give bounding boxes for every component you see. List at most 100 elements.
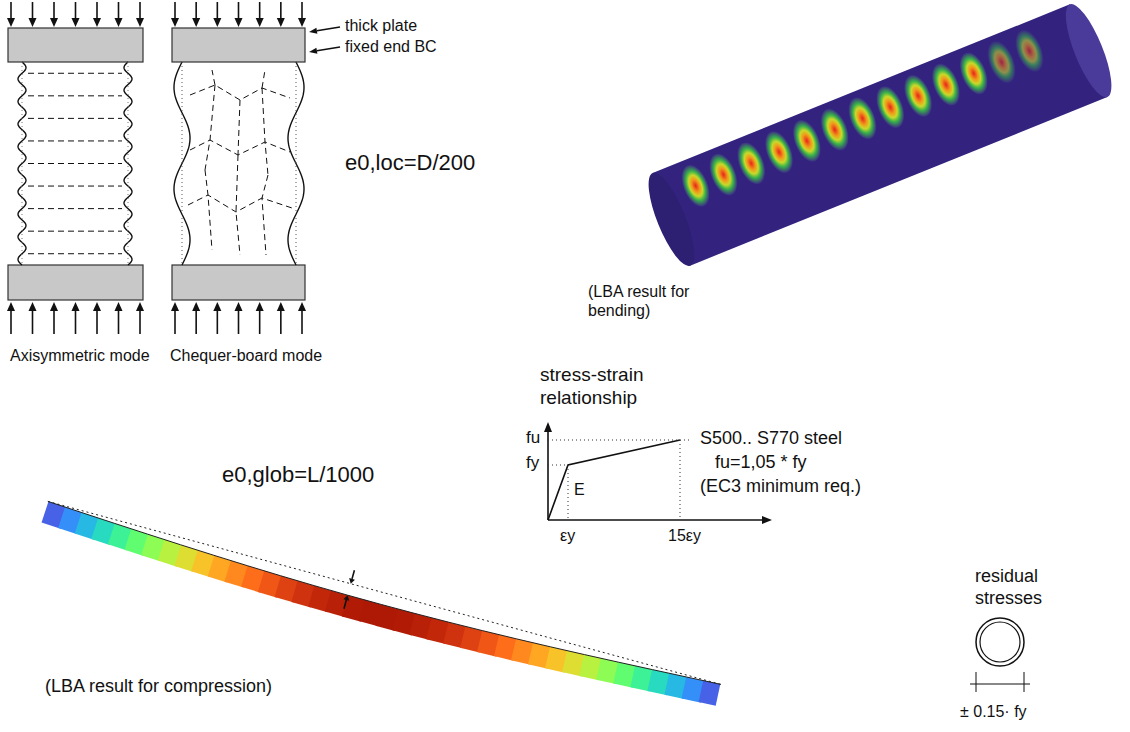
guide-line	[548, 465, 568, 466]
load-arrow	[96, 2, 98, 18]
beam-segment	[161, 550, 180, 556]
guide-line	[680, 440, 681, 520]
buckle-pattern	[236, 155, 240, 255]
beam-segment	[128, 539, 147, 545]
load-arrow-head	[277, 302, 285, 311]
thick-plate	[172, 28, 305, 62]
axis-head	[762, 516, 772, 524]
mode-caption: Chequer-board mode	[170, 346, 322, 365]
load-arrow	[139, 2, 141, 18]
thick-plate	[172, 265, 305, 300]
buckle-bump	[787, 116, 826, 166]
load-arrow	[174, 2, 176, 18]
load-arrow-head	[136, 18, 144, 27]
dimension-line	[1024, 672, 1025, 692]
reference-line	[296, 62, 297, 265]
buckle-pattern	[262, 88, 268, 175]
load-arrow	[75, 311, 77, 334]
beam-segment	[633, 677, 653, 681]
dimension-label: ± 0.15· fy	[960, 702, 1027, 721]
beam-segment	[531, 653, 551, 658]
cylinder-end	[1057, 0, 1120, 102]
load-arrow-head	[29, 302, 37, 311]
load-arrow-head	[93, 302, 101, 311]
leader-arrow	[317, 47, 340, 51]
buckle-bump	[704, 150, 743, 200]
load-arrow-head	[115, 18, 123, 27]
thick-plate	[8, 265, 143, 300]
beam-segment	[684, 688, 704, 692]
buckle-bump	[732, 138, 771, 188]
buckle-line	[28, 95, 122, 96]
axis-label: fy	[526, 453, 539, 473]
load-arrow	[238, 311, 240, 334]
shell-wall-wavy	[288, 62, 304, 265]
lba-compression-beam	[45, 501, 721, 695]
dimension-arrow	[344, 600, 346, 609]
buckle-pattern	[262, 70, 265, 88]
buckle-bump	[871, 82, 910, 132]
beam-segment	[650, 680, 670, 684]
load-arrow	[53, 2, 55, 18]
beam-segment	[95, 528, 114, 534]
beam-segment	[78, 523, 97, 529]
tube-wall	[980, 622, 1020, 662]
beam-segment	[701, 691, 718, 695]
beam-segment	[145, 545, 164, 551]
load-arrow	[195, 2, 197, 18]
buckle-pattern	[238, 100, 240, 155]
load-arrow-head	[235, 18, 243, 27]
tube-section	[970, 618, 1030, 692]
beam-segment	[378, 615, 397, 620]
buckle-pattern	[190, 85, 290, 100]
load-arrow	[174, 311, 176, 334]
dimension-arrow-head	[343, 595, 349, 601]
load-arrow-head	[235, 302, 243, 311]
material-note: fu=1,05 * fy	[715, 452, 807, 474]
load-arrow-head	[213, 18, 221, 27]
beam-segment	[667, 684, 687, 688]
buckle-line	[28, 140, 122, 141]
beam-segment	[480, 641, 499, 646]
buckle-bump	[815, 105, 854, 155]
buckle-bump	[899, 71, 938, 121]
beam-segment	[514, 649, 534, 654]
load-arrow-head	[50, 18, 58, 27]
load-arrow	[301, 2, 303, 18]
load-arrow-head	[171, 302, 179, 311]
thick-plate	[8, 28, 143, 62]
buckle-pattern	[190, 140, 290, 155]
load-arrow	[217, 2, 219, 18]
load-arrow	[280, 2, 282, 18]
chord-line	[48, 501, 721, 684]
load-arrow	[32, 2, 34, 18]
beam-segment	[429, 628, 448, 633]
load-arrow-head	[72, 302, 80, 311]
dimension-arrow-head	[349, 578, 355, 584]
load-arrow-head	[277, 18, 285, 27]
beam-segment	[211, 566, 230, 572]
buckle-bump	[954, 49, 993, 99]
beam-segment	[616, 673, 636, 677]
axis-label: 15εy	[668, 526, 701, 545]
load-arrow-head	[7, 18, 15, 27]
axis-label: fu	[526, 428, 540, 448]
buckle-pattern	[205, 170, 212, 250]
mode-caption: Axisymmetric mode	[10, 346, 150, 365]
load-arrow	[10, 311, 12, 334]
load-arrow	[139, 311, 141, 334]
shell-wall-wavy	[124, 62, 132, 265]
beam-segment	[362, 610, 381, 615]
buckle-pattern	[188, 195, 292, 212]
load-arrow-head	[50, 302, 58, 311]
buckle-pattern	[262, 175, 268, 255]
beam-segment	[497, 645, 517, 650]
guide-line	[568, 465, 569, 520]
load-arrow	[195, 311, 197, 334]
beam-edge	[48, 501, 721, 684]
load-arrow-head	[93, 18, 101, 27]
load-arrow	[301, 311, 303, 334]
buckle-line	[28, 186, 122, 187]
load-arrow-head	[72, 18, 80, 27]
reference-line	[22, 62, 23, 265]
